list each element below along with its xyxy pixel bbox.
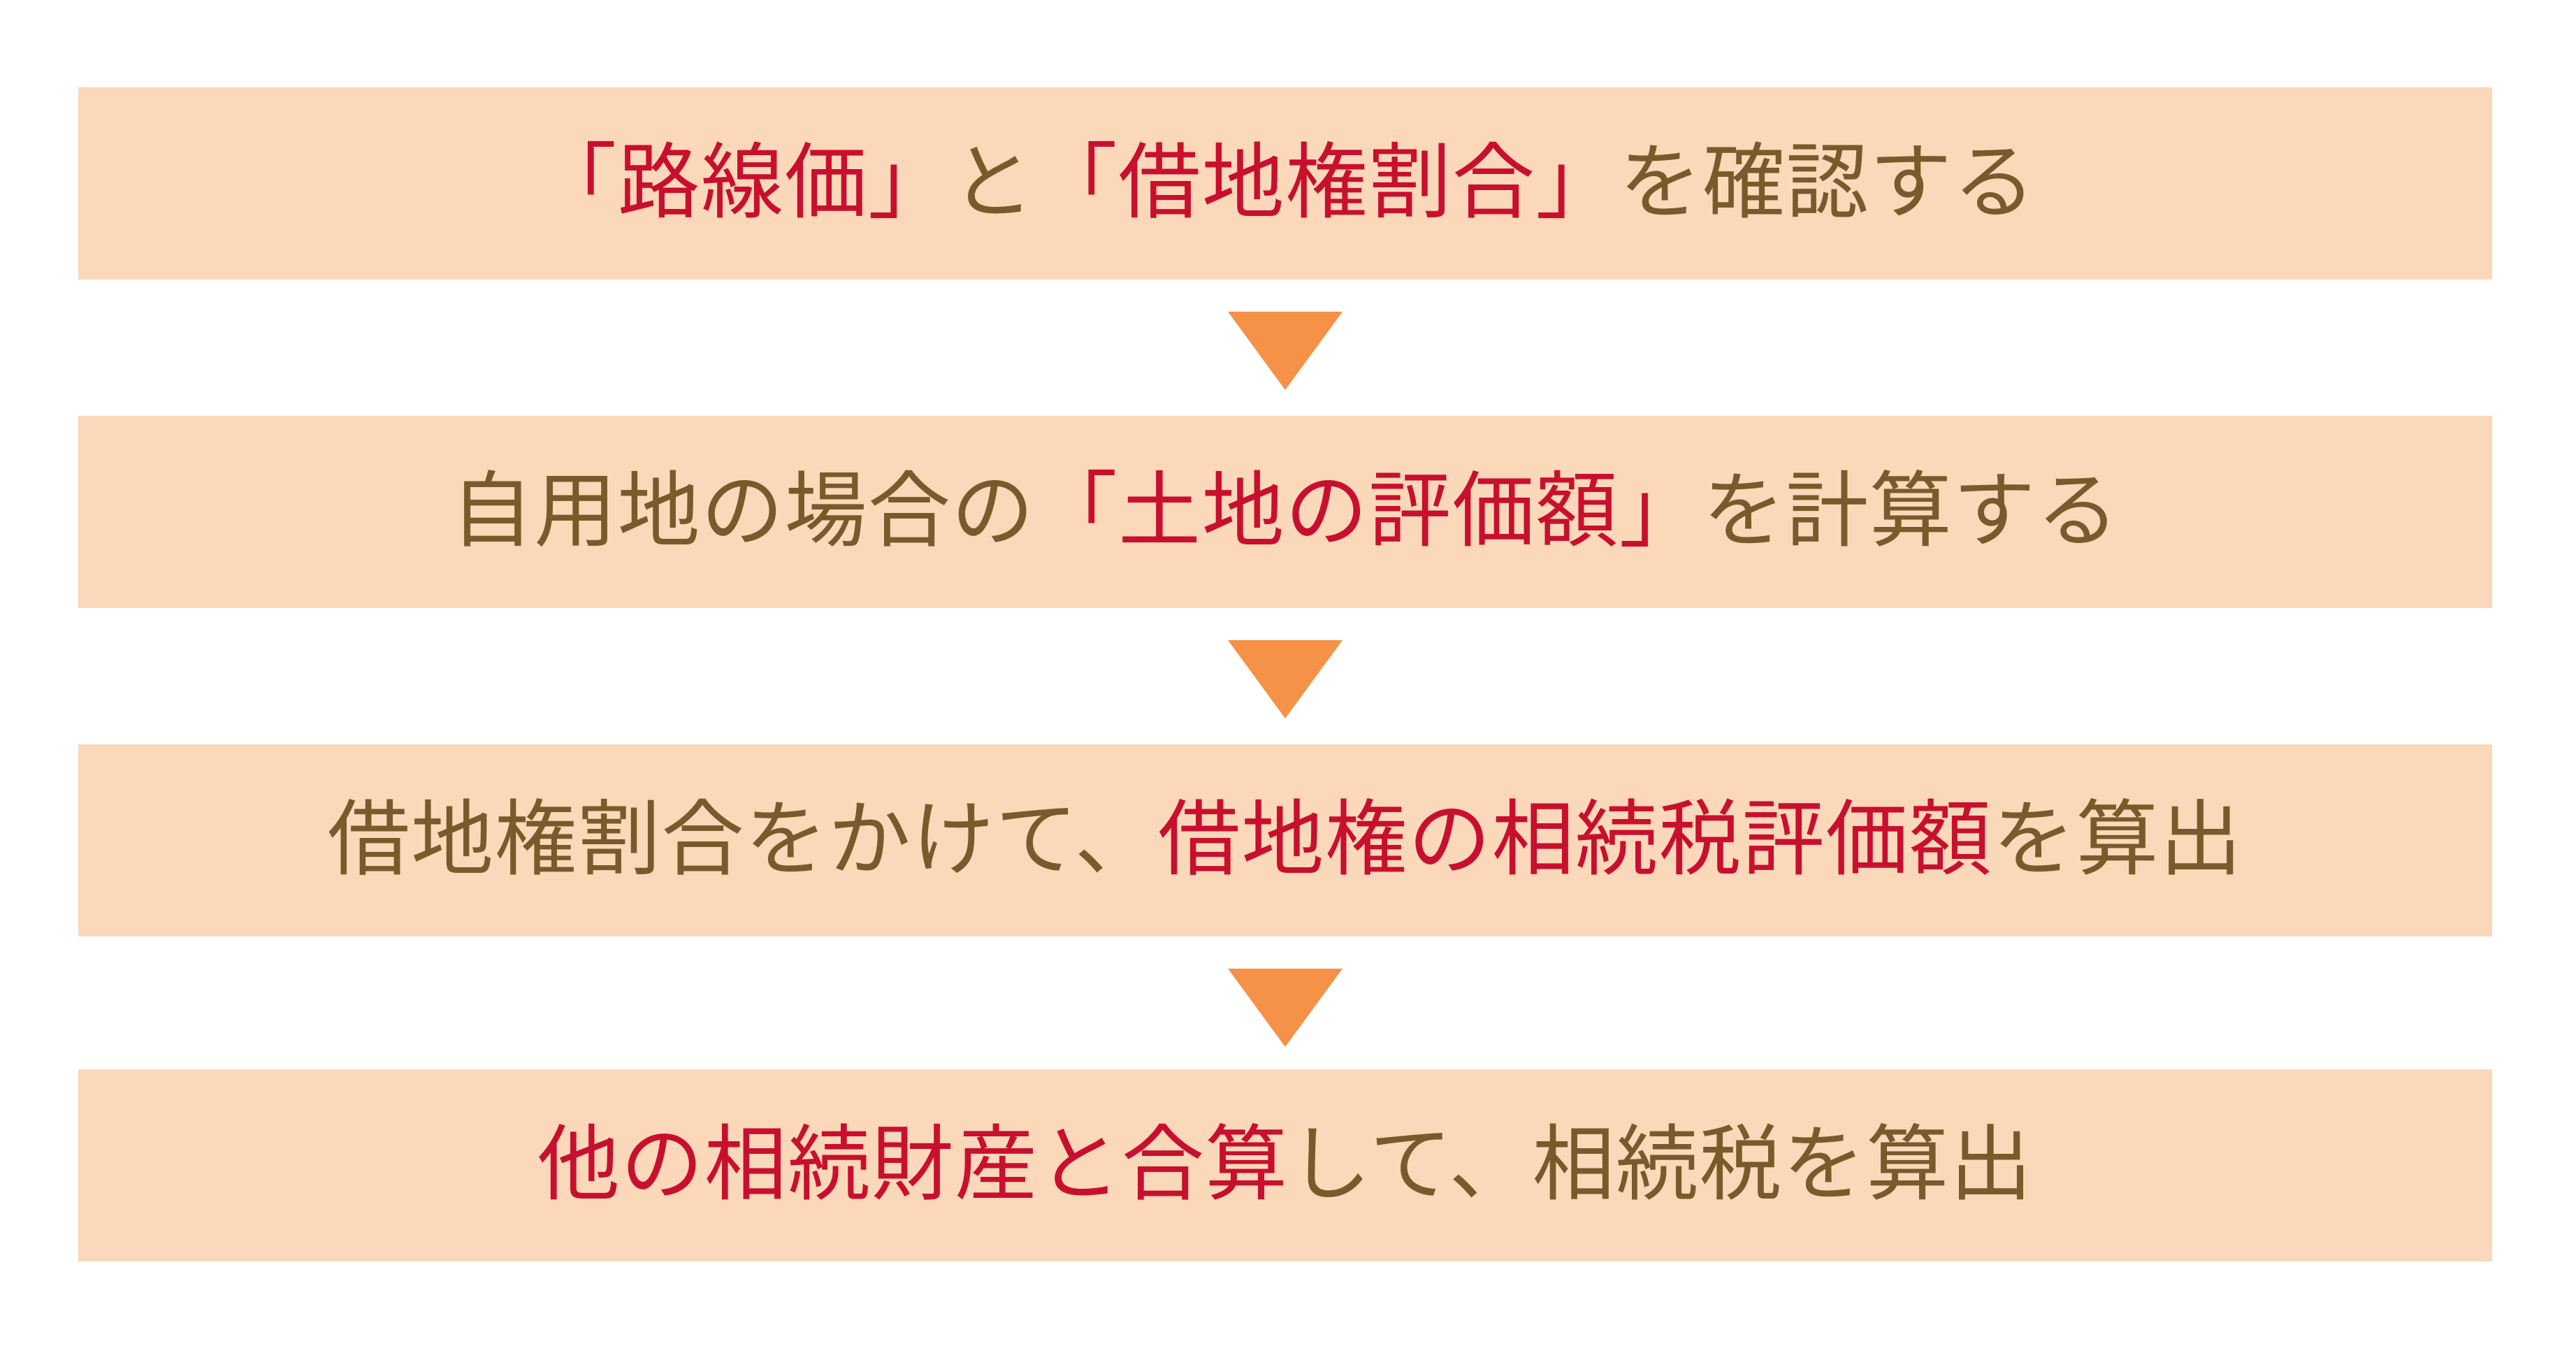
- flow-step-4-text: 他の相続財産と合算して、相続税を算出: [537, 1123, 2033, 1206]
- triangle-down-icon: [1228, 640, 1343, 718]
- flow-step-3-segment-3: を算出: [1992, 790, 2243, 888]
- flow-step-4-segment-2: して、相続税を算出: [1288, 1115, 2034, 1213]
- flow-step-2-segment-2: 「土地の評価額」: [1034, 462, 1703, 559]
- flow-step-1: 「路線価」と「借地権割合」を確認する: [78, 87, 2492, 280]
- triangle-down-icon: [1228, 969, 1343, 1047]
- flow-step-2-segment-3: を計算する: [1702, 462, 2120, 559]
- flow-step-3-segment-2: 借地権の相続税評価額: [1157, 790, 1993, 888]
- flow-step-1-segment-2: と: [951, 133, 1035, 231]
- flow-step-2-text: 自用地の場合の「土地の評価額」を計算する: [451, 470, 2120, 552]
- flow-step-1-text: 「路線価」と「借地権割合」を確認する: [534, 141, 2036, 224]
- flow-step-2-segment-1: 自用地の場合の: [450, 462, 1035, 559]
- flow-step-1-segment-1: 「路線価」: [534, 133, 952, 231]
- flow-step-1-segment-4: を確認する: [1619, 133, 2036, 231]
- flow-step-3: 借地権割合をかけて、借地権の相続税評価額を算出: [78, 744, 2492, 936]
- flow-step-4: 他の相続財産と合算して、相続税を算出: [78, 1069, 2492, 1261]
- flow-step-2: 自用地の場合の「土地の評価額」を計算する: [78, 416, 2492, 608]
- flow-step-3-text: 借地権割合をかけて、借地権の相続税評価額を算出: [328, 798, 2243, 881]
- flow-step-1-segment-3: 「借地権割合」: [1034, 133, 1619, 231]
- triangle-down-icon: [1228, 312, 1343, 390]
- flow-step-4-segment-1: 他の相続財産と合算: [537, 1115, 1289, 1213]
- flow-step-3-segment-1: 借地権割合をかけて、: [327, 790, 1158, 888]
